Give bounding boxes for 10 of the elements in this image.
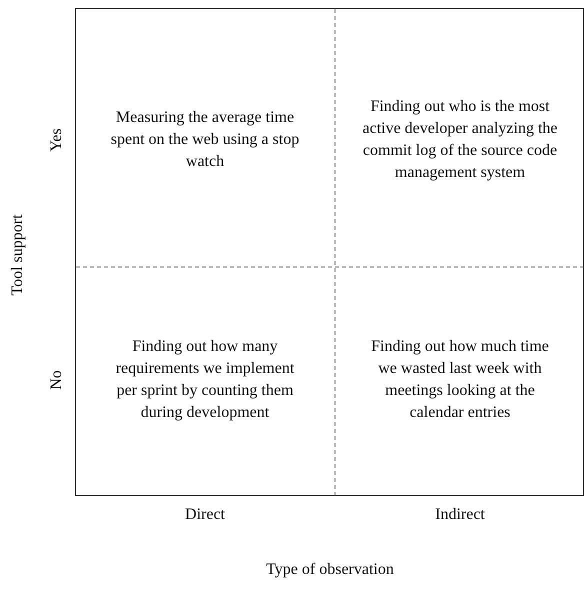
axis-label: Direct (185, 505, 225, 525)
axis-title: Type of observation (266, 560, 394, 580)
quadrant-text: Finding out who is the most active developer analyzing the commit log of the source code management system (361, 97, 558, 183)
axis-label: Indirect (435, 505, 485, 525)
quadrant-text: Finding out how many requirements we implement per sprint by counting them during development (114, 337, 296, 423)
axis-label: Yes (47, 128, 66, 152)
quadrant-text: Measuring the average time spent on the web using a stop watch (110, 108, 300, 172)
quadrant-text: Finding out how much time we wasted last week with meetings looking at the calendar entries (370, 337, 550, 423)
axis-label: No (47, 370, 66, 390)
axis-title: Tool support (8, 214, 27, 296)
